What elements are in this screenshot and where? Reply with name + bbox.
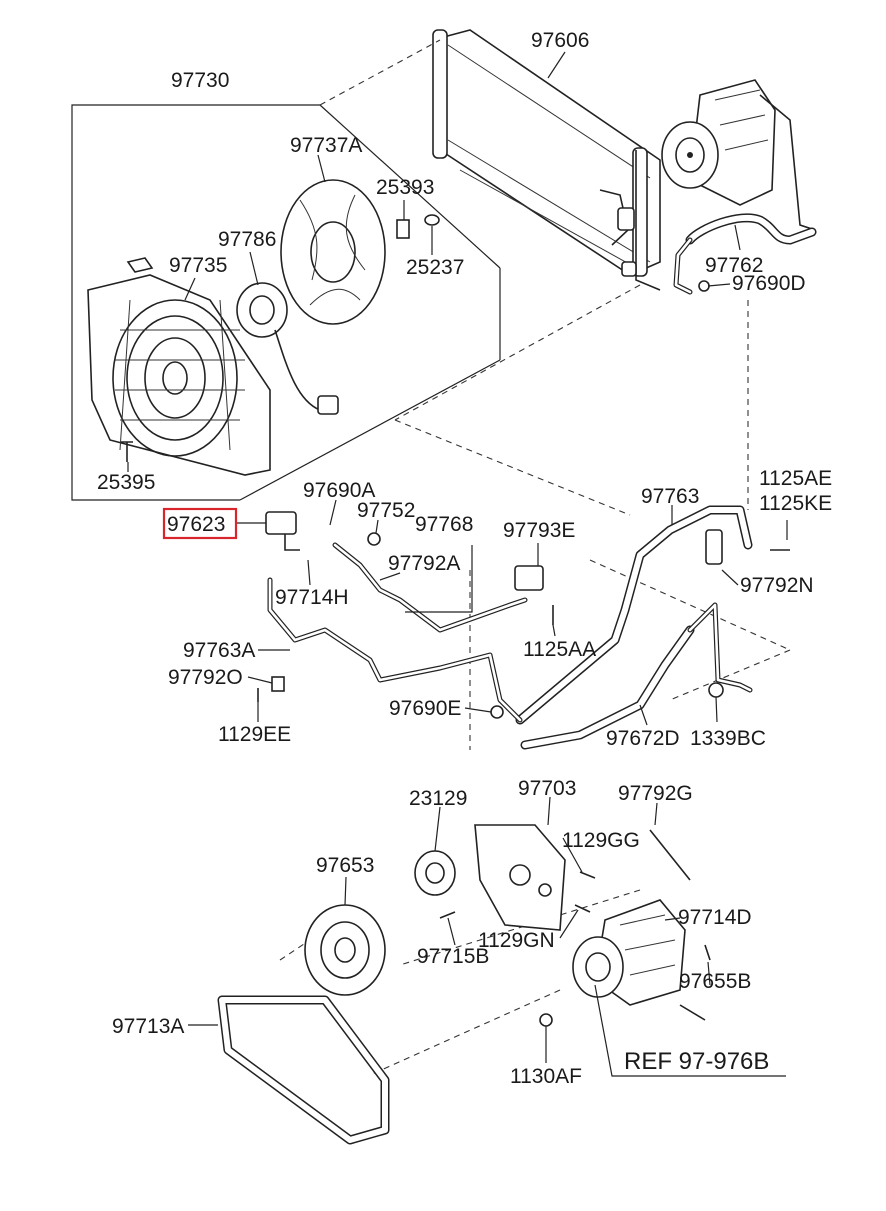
label-25237: 25237: [406, 256, 464, 279]
label-25395: 25395: [97, 471, 155, 494]
fan-blade: [280, 179, 386, 325]
condenser: [432, 29, 661, 291]
label-1125aa: 1125AA: [523, 638, 596, 661]
label-1129ee: 1129EE: [218, 723, 291, 746]
label-97737a: 97737A: [290, 134, 362, 157]
o-ring-97690d: [698, 280, 710, 292]
clip-97792o: [271, 676, 285, 692]
bracket-97792g: [649, 829, 691, 881]
label-97690a: 97690A: [303, 479, 375, 502]
bolt-1129gg: [579, 871, 596, 879]
compressor-lower: [572, 899, 686, 1006]
bolt-97655b: [679, 1004, 706, 1021]
label-97763: 97763: [641, 485, 699, 508]
label-97735: 97735: [169, 254, 227, 277]
bracket-97792n: [705, 529, 723, 565]
label-25393: 25393: [376, 176, 434, 199]
fan-assembly-box: [71, 39, 501, 501]
label-97623: 97623: [167, 513, 225, 536]
label-97713a: 97713A: [112, 1015, 184, 1038]
part-labels: 97606 97730 97737A 25393 97786 97735 252…: [97, 29, 832, 1088]
label-1339bc: 1339BC: [690, 727, 766, 750]
label-97792g: 97792G: [618, 782, 693, 805]
label-1130af: 1130AF: [510, 1065, 582, 1088]
bolt-97715b: [439, 911, 456, 919]
label-97752: 97752: [357, 499, 415, 522]
label-1125ke: 1125KE: [759, 492, 832, 515]
label-97715b: 97715B: [417, 945, 489, 968]
label-97792n: 97792N: [740, 574, 814, 597]
bolt-25395: [121, 441, 133, 462]
pressure-switch-97623: [265, 511, 297, 535]
highlight-box-97623: [162, 507, 238, 540]
pulley-97653: [304, 904, 386, 996]
compressor-top: [661, 79, 816, 231]
label-97653: 97653: [316, 854, 374, 877]
label-97690e: 97690E: [389, 697, 461, 720]
bracket-97793e: [514, 565, 544, 591]
o-ring-97690e: [490, 705, 504, 719]
hoses-lower: [267, 505, 753, 750]
label-reference: REF 97-976B: [624, 1048, 769, 1075]
label-97690d: 97690D: [732, 272, 806, 295]
label-97768: 97768: [415, 513, 473, 536]
label-97792o: 97792O: [168, 666, 243, 689]
label-1125ae: 1125AE: [759, 467, 832, 490]
label-97672d: 97672D: [606, 727, 680, 750]
leader-lines: [127, 51, 788, 1077]
nut-1339bc: [708, 682, 724, 698]
bolt-1130af: [539, 1013, 553, 1027]
label-97703: 97703: [518, 777, 576, 800]
label-97606: 97606: [531, 29, 589, 52]
fan-motor: [236, 282, 339, 415]
clip-25393: [396, 219, 410, 239]
pulley-23129: [414, 850, 456, 896]
label-23129: 23129: [409, 787, 467, 810]
label-97730: 97730: [171, 69, 229, 92]
hose-97762: [673, 213, 817, 295]
label-1129gn: 1129GN: [478, 929, 555, 952]
label-1129gg: 1129GG: [562, 829, 640, 852]
compressor-bracket: [474, 824, 566, 931]
drive-belt: [217, 995, 390, 1145]
label-97792a: 97792A: [388, 552, 460, 575]
bolt-97714d: [704, 944, 711, 961]
switch-wire: [284, 534, 300, 551]
label-97655b: 97655B: [679, 970, 751, 993]
nut-25237: [424, 214, 440, 226]
label-97763a: 97763A: [183, 639, 255, 662]
label-97793e: 97793E: [503, 519, 575, 542]
label-97762: 97762: [705, 254, 763, 277]
label-97786: 97786: [218, 228, 276, 251]
label-97714h: 97714H: [275, 586, 349, 609]
label-97714d: 97714D: [678, 906, 752, 929]
bolt-1129gn: [574, 904, 591, 913]
fan-shroud: [87, 257, 271, 476]
cap-97752: [367, 532, 381, 546]
